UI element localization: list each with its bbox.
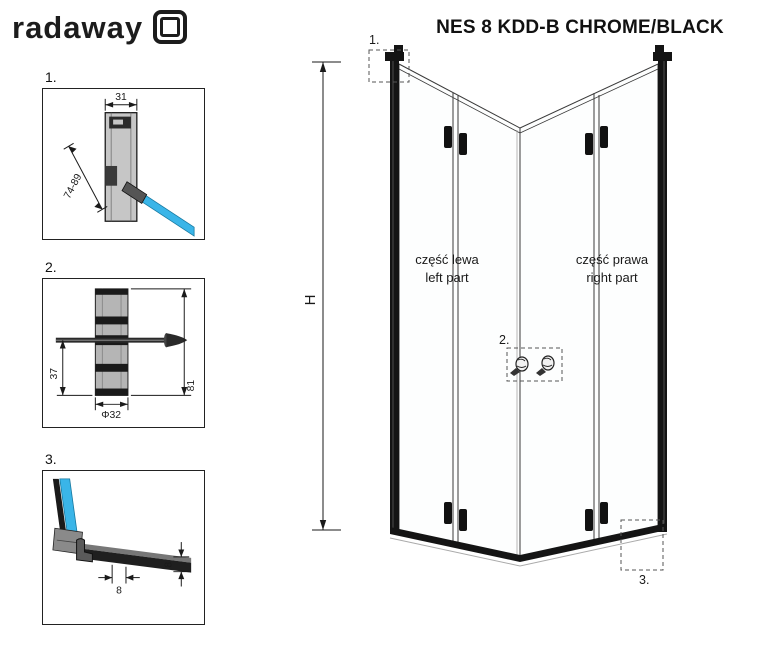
detail-box-wall-profile: 31 74-89 (42, 88, 205, 240)
dim-81-label: 81 (186, 380, 197, 392)
dim-8-height (173, 542, 190, 587)
height-dimension-label: H (302, 295, 319, 306)
dim-37 (56, 340, 93, 396)
right-door-knob (536, 355, 555, 376)
knob-rod (55, 333, 188, 348)
dim-81 (130, 288, 192, 396)
callout-1-label: 1. (369, 33, 379, 47)
right-wall (519, 45, 672, 559)
right-wall-profile (658, 58, 667, 532)
dim-diameter-32-label: Φ32 (101, 410, 121, 421)
bottom-rail (76, 538, 192, 573)
left-door-knob (510, 356, 529, 376)
left-part-label-pl: część lewa (415, 252, 479, 267)
right-wall-hinges (585, 126, 608, 531)
dim-31-label: 31 (115, 92, 127, 103)
dim-8-width-label: 8 (116, 585, 122, 596)
corner-edge (516, 128, 521, 558)
radaway-logo: radaway (12, 9, 188, 45)
dim-diameter-32 (94, 397, 129, 411)
detail-2-label: 2. (45, 259, 57, 275)
callout-2-label: 2. (499, 333, 509, 347)
radaway-logo-text: radaway (12, 9, 144, 45)
assembly-drawing: H (302, 33, 672, 587)
callout-1-box (368, 49, 410, 83)
left-wall (385, 45, 521, 559)
detail-box-knob: 37 Φ32 81 (42, 278, 205, 428)
callout-3-label: 3. (639, 573, 649, 587)
left-wall-profile (390, 58, 399, 532)
wall-profile-section (104, 112, 195, 237)
height-dimension (312, 61, 341, 531)
left-wall-hinges (444, 126, 467, 531)
bottom-profile-detail-drawing: 8 8 (52, 478, 192, 596)
dim-31 (104, 98, 138, 111)
glass-and-clamp (52, 478, 83, 555)
callout-3-box (620, 519, 664, 571)
dim-37-label: 37 (49, 368, 60, 380)
knob-detail-drawing: 37 Φ32 81 (49, 288, 197, 421)
right-part-label-pl: część prawa (576, 252, 649, 267)
radaway-logo-icon (153, 10, 188, 44)
dim-74-89-label: 74-89 (62, 172, 84, 201)
left-part-label-en: left part (425, 270, 469, 285)
wall-profile-detail-drawing: 31 74-89 (62, 92, 195, 237)
bottom-profiles (389, 523, 668, 567)
right-part-label-en: right part (586, 270, 638, 285)
dim-8-height-label: 8 (163, 562, 174, 568)
detail-box-bottom-profile: 8 8 (42, 470, 205, 625)
detail-1-label: 1. (45, 69, 57, 85)
product-title: NES 8 KDD-B CHROME/BLACK (436, 17, 724, 38)
callout-2-box (506, 347, 563, 382)
dim-74-89 (63, 142, 108, 213)
dim-8-width (98, 564, 140, 584)
detail-3-label: 3. (45, 451, 57, 467)
